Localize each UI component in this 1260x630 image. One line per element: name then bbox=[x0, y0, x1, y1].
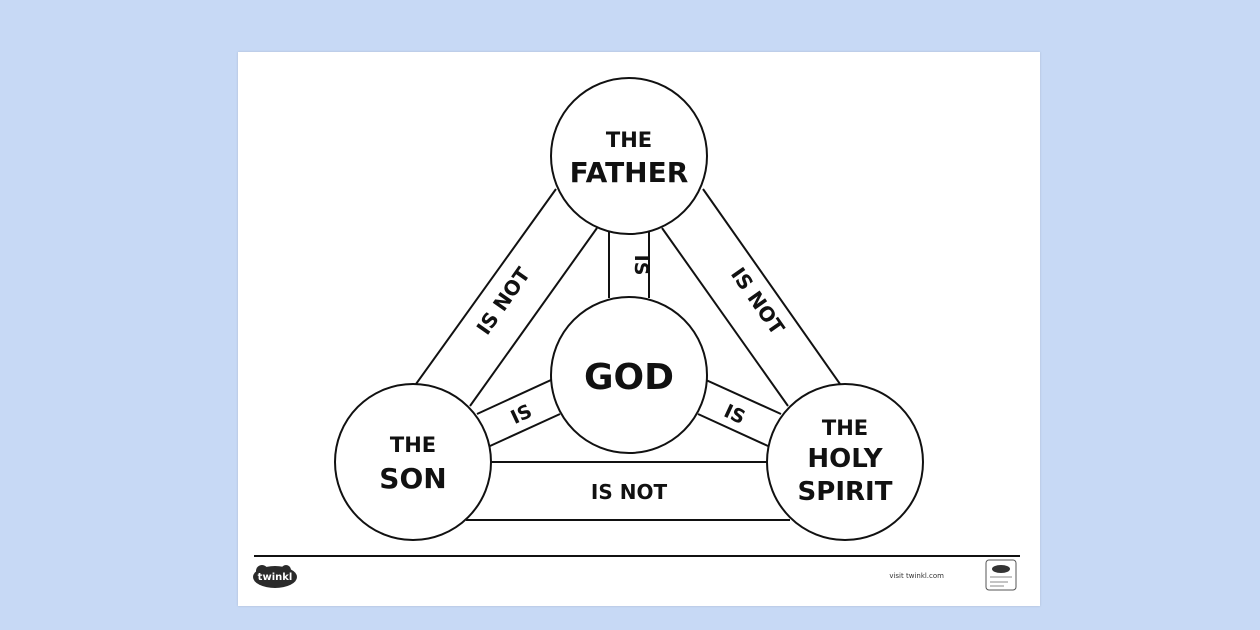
son-label-line2: SON bbox=[379, 462, 446, 495]
band-father-spirit bbox=[661, 188, 841, 407]
is-not-label-son-spirit: IS NOT bbox=[591, 480, 668, 504]
is-label-spirit-god: IS bbox=[720, 400, 748, 429]
is-label-son-god: IS bbox=[507, 400, 535, 429]
twinkl-logo: twinkl bbox=[253, 565, 297, 588]
band-father-god bbox=[608, 232, 650, 298]
band-spirit-god bbox=[697, 379, 782, 447]
node-father-circle bbox=[550, 77, 708, 235]
father-label-line1: THE bbox=[606, 128, 652, 152]
node-spirit-circle bbox=[766, 383, 924, 541]
twinkl-logo-text: twinkl bbox=[258, 572, 293, 583]
worksheet-page: THE FATHER THE SON THE HOLY SPIRIT GOD I… bbox=[238, 52, 1040, 606]
twinkl-badge-icon bbox=[985, 559, 1017, 591]
spirit-label-line1: THE bbox=[822, 416, 868, 440]
band-father-son bbox=[415, 188, 598, 407]
band-son-god bbox=[476, 379, 561, 447]
is-not-label-father-spirit: IS NOT bbox=[726, 263, 790, 339]
god-label: GOD bbox=[584, 357, 674, 398]
spirit-label-line3: SPIRIT bbox=[798, 477, 893, 507]
band-son-spirit bbox=[466, 461, 790, 521]
father-label-line2: FATHER bbox=[570, 156, 689, 189]
trinity-diagram: THE FATHER THE SON THE HOLY SPIRIT GOD I… bbox=[253, 77, 1020, 591]
son-label-line1: THE bbox=[390, 433, 436, 457]
spirit-label-line2: HOLY bbox=[807, 444, 883, 474]
node-son-circle bbox=[334, 383, 492, 541]
footer-url[interactable]: visit twinkl.com bbox=[889, 572, 944, 580]
node-god-circle bbox=[550, 296, 708, 454]
is-label-father-god: IS bbox=[630, 255, 652, 276]
